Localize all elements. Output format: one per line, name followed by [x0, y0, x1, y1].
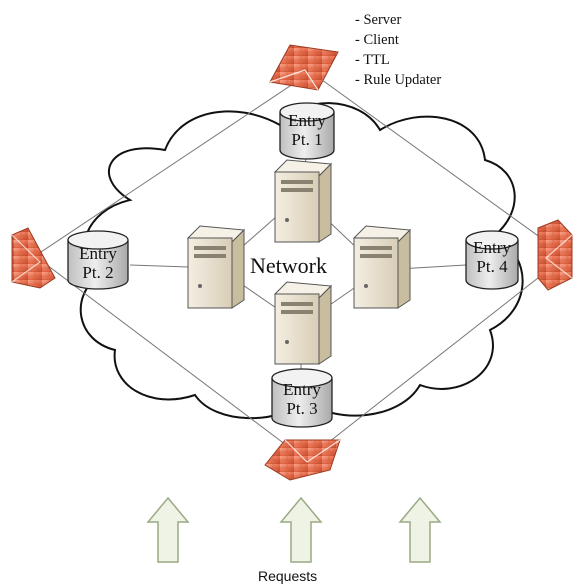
entry-point-1-line1: Entry	[288, 111, 326, 130]
entry-point-3-cylinder	[271, 368, 333, 428]
entry-point-2-line1: Entry	[79, 244, 117, 263]
entry-point-1-label: Entry Pt. 1	[277, 111, 337, 149]
server-top	[273, 159, 333, 243]
firewall-legend: - Server - Client - TTL - Rule Updater	[355, 10, 441, 90]
firewall-top	[269, 44, 339, 91]
firewall-right	[537, 219, 573, 291]
entry-point-4-label: Entry Pt. 4	[462, 238, 522, 276]
entry-point-4-line2: Pt. 4	[476, 257, 508, 276]
entry-point-1-cylinder	[279, 102, 335, 160]
firewall-bottom	[264, 439, 341, 481]
legend-item-rule-updater: - Rule Updater	[355, 72, 442, 88]
entry-point-2-cylinder	[67, 230, 129, 290]
server-left	[186, 225, 246, 309]
entry-point-1-line2: Pt. 1	[291, 130, 323, 149]
request-arrow-center	[279, 496, 323, 563]
entry-point-4-cylinder	[465, 230, 519, 290]
entry-point-3-label: Entry Pt. 3	[272, 380, 332, 418]
requests-label: Requests	[258, 568, 318, 584]
network-label: Network	[250, 253, 327, 278]
entry-point-3-line1: Entry	[283, 380, 321, 399]
server-bottom	[273, 281, 333, 365]
firewall-left	[11, 227, 56, 289]
entry-point-2-line2: Pt. 2	[82, 263, 114, 282]
request-arrow-left	[146, 496, 190, 563]
entry-point-3-line2: Pt. 3	[286, 399, 318, 418]
legend-item-ttl: - TTL	[355, 52, 390, 68]
entry-point-4-line1: Entry	[473, 238, 511, 257]
legend-item-server: - Server	[355, 12, 402, 28]
request-arrow-right	[398, 496, 442, 563]
server-right	[352, 225, 412, 309]
entry-point-2-label: Entry Pt. 2	[68, 244, 128, 282]
legend-item-client: - Client	[355, 32, 399, 48]
